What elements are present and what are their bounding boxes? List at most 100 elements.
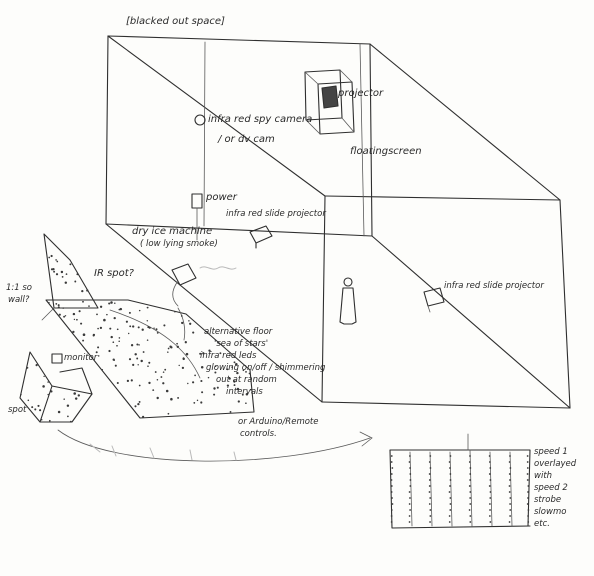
stripe-dot xyxy=(390,473,393,475)
star-dot xyxy=(188,320,190,322)
star-dot xyxy=(74,397,78,400)
star-dot xyxy=(137,326,140,329)
stripe-dot xyxy=(449,467,451,469)
star-dot xyxy=(245,392,249,396)
star-dot xyxy=(237,400,240,403)
star-dot xyxy=(140,359,143,363)
star-dot xyxy=(63,315,66,318)
label-out-at-random: out at random xyxy=(216,375,277,385)
stripe-dot xyxy=(408,461,411,463)
star-dot xyxy=(20,393,22,396)
star-dot xyxy=(200,401,203,404)
stripe-dot xyxy=(390,455,393,457)
stripe-dot xyxy=(428,473,431,475)
stripe-dot xyxy=(488,485,491,487)
star-dot xyxy=(170,397,173,401)
star-dot xyxy=(233,361,236,364)
stripe-dot xyxy=(489,503,491,505)
star-dot xyxy=(176,345,179,348)
star-dot xyxy=(177,396,180,399)
star-dot xyxy=(214,371,217,374)
star-dot xyxy=(77,394,80,397)
stripe-dot xyxy=(469,467,472,469)
label-dry-ice-machine: dry ice machine xyxy=(132,226,213,237)
stripe-dot xyxy=(428,461,431,463)
stripe-dot xyxy=(508,521,511,523)
star-dot xyxy=(82,300,84,303)
star-dot xyxy=(69,420,72,423)
star-dot xyxy=(53,270,56,273)
star-dot xyxy=(129,325,132,328)
stripe-dot xyxy=(527,521,530,523)
stripe-dot xyxy=(391,467,394,469)
room-back-left-edge xyxy=(105,35,109,225)
stripe-dot xyxy=(526,503,529,505)
star-dot xyxy=(182,357,185,359)
star-dot xyxy=(67,415,69,418)
star-dot xyxy=(61,276,64,278)
speed-panel-stripes xyxy=(409,449,513,527)
speed-panel-frame xyxy=(389,449,531,529)
star-dot xyxy=(226,368,229,371)
star-dot xyxy=(137,402,140,406)
star-dot xyxy=(156,379,159,381)
star-dots xyxy=(20,254,530,523)
stripe-dot xyxy=(449,509,452,511)
label-infrared-spy-camera: infra red spy camera xyxy=(208,114,313,125)
star-dot xyxy=(116,328,119,331)
stripe-dot xyxy=(508,473,511,475)
star-dot xyxy=(88,305,90,307)
label-overlayed: overlayed xyxy=(534,459,577,469)
stripe-dot xyxy=(468,485,471,487)
star-dot xyxy=(53,308,55,311)
speed-panel xyxy=(389,433,531,529)
star-dot xyxy=(192,381,195,384)
stripe-dot xyxy=(390,461,393,463)
label-strobe: strobe xyxy=(534,495,562,505)
room-back-guide-line xyxy=(203,41,206,227)
label-sea-of-stars: 'sea of stars' xyxy=(214,339,269,349)
star-dot xyxy=(76,318,78,321)
stripe-dot xyxy=(390,485,393,487)
star-dot xyxy=(42,385,45,388)
label-ir-spot: IR spot? xyxy=(94,268,134,279)
stripe-dot xyxy=(409,473,412,475)
star-dot xyxy=(189,322,192,325)
stripe-dot xyxy=(527,497,529,499)
label-monitor: monitor xyxy=(64,353,98,363)
star-dot xyxy=(213,387,216,390)
stripe-dot xyxy=(489,497,492,499)
star-dot xyxy=(110,301,113,304)
star-dot xyxy=(185,352,189,356)
star-dot xyxy=(194,374,196,377)
star-dot xyxy=(109,327,112,330)
star-dot xyxy=(82,339,85,342)
stripe-dot xyxy=(489,521,492,523)
star-dot xyxy=(146,320,149,322)
star-dot xyxy=(57,410,61,414)
star-dot xyxy=(148,381,151,385)
stripe-dot xyxy=(489,509,491,511)
star-dot xyxy=(192,331,195,334)
star-dot xyxy=(47,393,49,396)
room-bottom-right-diagonal xyxy=(371,235,571,409)
star-dot xyxy=(113,359,115,361)
stripe-dot xyxy=(391,503,394,505)
label-with: with xyxy=(534,471,553,481)
star-dot xyxy=(130,344,134,347)
stripe-dot xyxy=(527,509,530,511)
star-dot xyxy=(180,315,183,317)
stripe-dot xyxy=(508,461,511,463)
side-wall-panel xyxy=(41,233,99,321)
star-dot xyxy=(99,326,103,330)
star-dot xyxy=(50,390,53,393)
star-dot xyxy=(235,363,238,366)
stripe-dot xyxy=(390,491,393,493)
star-dot xyxy=(160,376,163,378)
star-dot xyxy=(245,402,247,405)
star-dot xyxy=(118,337,121,339)
star-dot xyxy=(48,419,51,422)
stripe-dot xyxy=(509,479,511,481)
star-dot xyxy=(229,410,232,413)
star-dot xyxy=(110,335,113,339)
